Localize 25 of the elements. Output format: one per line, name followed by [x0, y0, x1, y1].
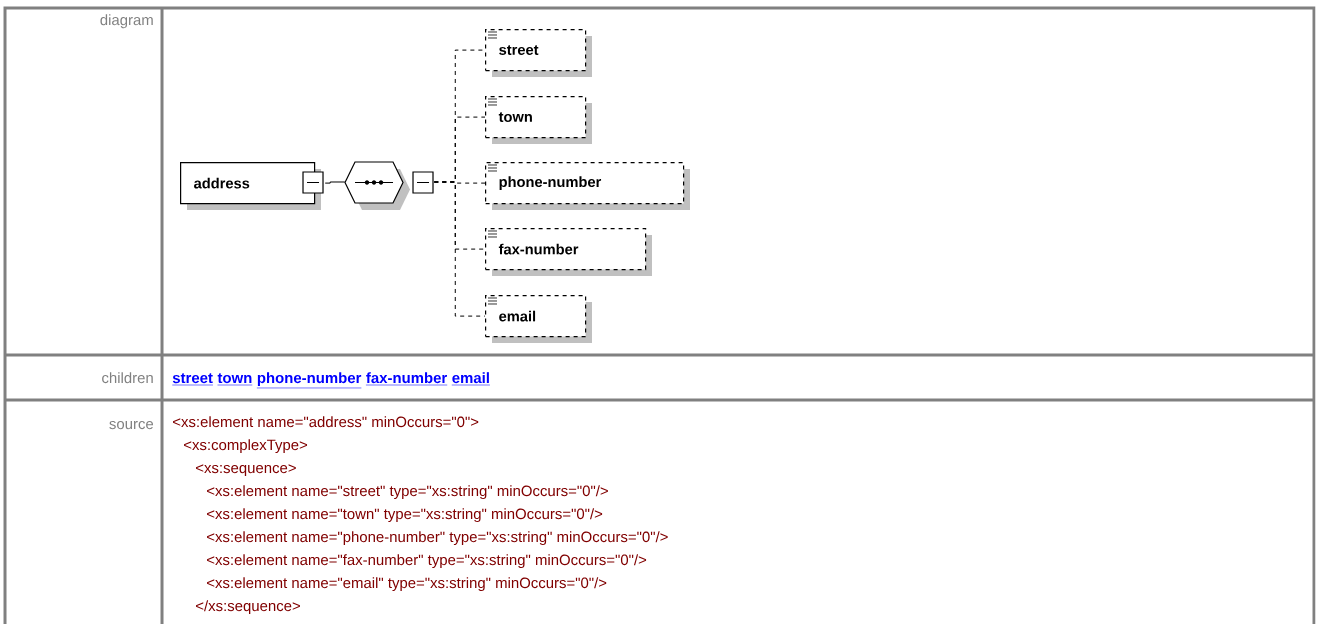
code-line: <xs:element name="email" type="xs:string" minOccurs="0"/> [207, 577, 607, 592]
link: street [172, 373, 214, 386]
code-line: <xs:element name="phone-number" type="xs:string" minOccurs="0"/> [207, 531, 668, 546]
code-line: <xs:element name="town" type="xs:string" minOccurs="0"/> [207, 508, 603, 523]
element-box: street [485, 29, 592, 77]
code-line: <xs:element name="address" minOccurs="0"> [173, 416, 479, 428]
link: fax-number [365, 372, 448, 386]
element-box: phone-number [485, 162, 690, 210]
element-box: address [180, 162, 324, 210]
row-header: children [102, 372, 153, 384]
code-line: </xs:sequence> [196, 600, 300, 615]
connector [324, 181, 346, 184]
link: town [217, 373, 253, 386]
sequence-compositor [344, 161, 434, 210]
element-box: fax-number [485, 228, 652, 276]
code-line: <xs:element name="street" type="xs:string" minOccurs="0"/> [207, 485, 608, 500]
element-box: email [485, 295, 592, 343]
link: email [451, 372, 491, 386]
row-header: source [109, 420, 154, 430]
link: phone-number [256, 372, 362, 389]
code-line: <xs:sequence> [196, 464, 296, 477]
element-box: town [485, 96, 592, 144]
code-line: <xs:complexType> [184, 439, 308, 454]
row-header: diagram [100, 14, 153, 29]
code-line: <xs:element name="fax-number" type="xs:string" minOccurs="0"/> [207, 554, 647, 569]
